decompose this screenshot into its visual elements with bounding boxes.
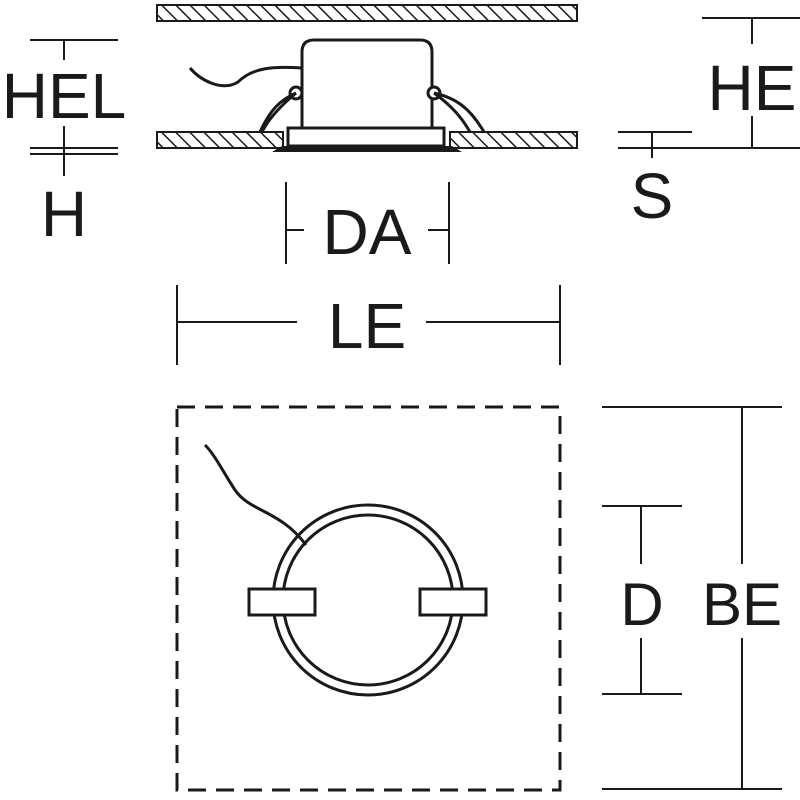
- d-dimension: D: [602, 505, 682, 695]
- label-da: DA: [323, 196, 412, 268]
- be-dimension: BE: [602, 406, 782, 790]
- mounting-cutout-outline: [175, 405, 562, 792]
- he-s-dimension: HE S: [618, 17, 800, 232]
- top-view: [175, 405, 562, 792]
- cable-side: [188, 65, 303, 88]
- label-hel: HEL: [2, 60, 127, 132]
- da-dimension: DA: [285, 182, 450, 268]
- clip-left: [247, 587, 317, 617]
- label-h: H: [41, 178, 87, 250]
- hel-h-dimension: HEL H: [2, 39, 127, 250]
- ceiling-panel-left: [156, 131, 284, 149]
- le-dimension: LE: [176, 285, 561, 365]
- label-s: S: [631, 160, 674, 232]
- clip-right: [418, 587, 488, 617]
- label-d: D: [620, 571, 663, 638]
- luminaire-flange: [286, 126, 446, 148]
- ceiling-panel-right: [449, 131, 578, 149]
- cable-top: [203, 443, 308, 546]
- upper-ceiling-slab: [156, 4, 578, 22]
- side-view: [156, 4, 578, 152]
- luminaire-housing: [300, 38, 434, 128]
- label-he: HE: [708, 52, 797, 124]
- label-be: BE: [702, 571, 782, 638]
- flange-bottom: [272, 146, 462, 152]
- spring-clip-left: [258, 91, 297, 133]
- spring-clip-right: [433, 91, 486, 133]
- label-le: LE: [328, 290, 406, 362]
